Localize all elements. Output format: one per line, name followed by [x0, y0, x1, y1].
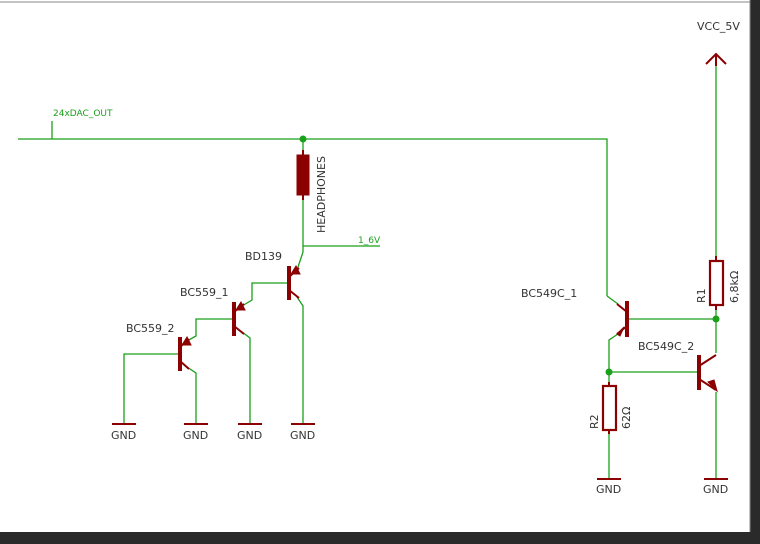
bc549c-1-transistor-symbol[interactable] — [616, 301, 629, 337]
net-label-1-6v: 1_6V — [358, 236, 381, 246]
bc549c-1-collector-link[interactable] — [606, 295, 619, 305]
gnd-label-6: GND — [703, 483, 728, 496]
net-label-dac-out: 24xDAC_OUT — [53, 109, 113, 119]
net-label-vcc: VCC_5V — [697, 20, 740, 33]
gnd-label-5: GND — [596, 483, 621, 496]
gnd-label-1: GND — [111, 429, 136, 442]
r1-resistor-symbol[interactable] — [708, 256, 725, 310]
gnd-label-4: GND — [290, 429, 315, 442]
bd139-label: BD139 — [245, 250, 282, 263]
bc559-2-label: BC559_2 — [126, 322, 175, 335]
bc559-2-base-wire[interactable] — [123, 353, 178, 423]
bc559-1-base-wire[interactable] — [186, 318, 232, 342]
bc559-1-label: BC559_1 — [180, 286, 229, 299]
bc549c-1-emitter-wire[interactable] — [608, 333, 619, 372]
r1-value-label: 6,8kΩ — [728, 271, 741, 303]
junction-dac-out — [299, 135, 307, 143]
bc559-2-collector-wire[interactable] — [186, 366, 197, 423]
junction-r2 — [605, 368, 613, 376]
vcc-arrow-symbol — [705, 52, 727, 66]
gnd-symbols — [112, 423, 728, 480]
r1-name-label: R1 — [695, 288, 708, 303]
wires — [18, 56, 717, 478]
bc549c-1-label: BC549C_1 — [521, 287, 577, 300]
r2-resistor-symbol[interactable] — [601, 382, 618, 434]
headphones-label: HEADPHONES — [315, 156, 328, 233]
r2-value-label: 62Ω — [620, 407, 633, 429]
bd139-transistor-symbol[interactable] — [287, 264, 301, 300]
gnd-label-3: GND — [237, 429, 262, 442]
bd139-collector-wire[interactable] — [296, 296, 304, 423]
bc559-1-collector-wire[interactable] — [241, 331, 251, 423]
paper-background — [0, 0, 750, 532]
bc549c-2-label: BC549C_2 — [638, 340, 694, 353]
dac-out-wire[interactable] — [18, 138, 608, 296]
bc559-1-transistor-symbol[interactable] — [232, 300, 246, 336]
bd139-base-wire[interactable] — [241, 282, 287, 307]
bc559-2-transistor-symbol[interactable] — [178, 335, 192, 371]
junction-r1 — [712, 315, 720, 323]
bc549c-2-transistor-symbol[interactable] — [697, 354, 718, 393]
gnd-label-2: GND — [183, 429, 208, 442]
r2-name-label: R2 — [588, 414, 601, 429]
headphones-bottom-wire[interactable] — [296, 198, 304, 271]
headphones-symbol[interactable] — [296, 150, 310, 200]
